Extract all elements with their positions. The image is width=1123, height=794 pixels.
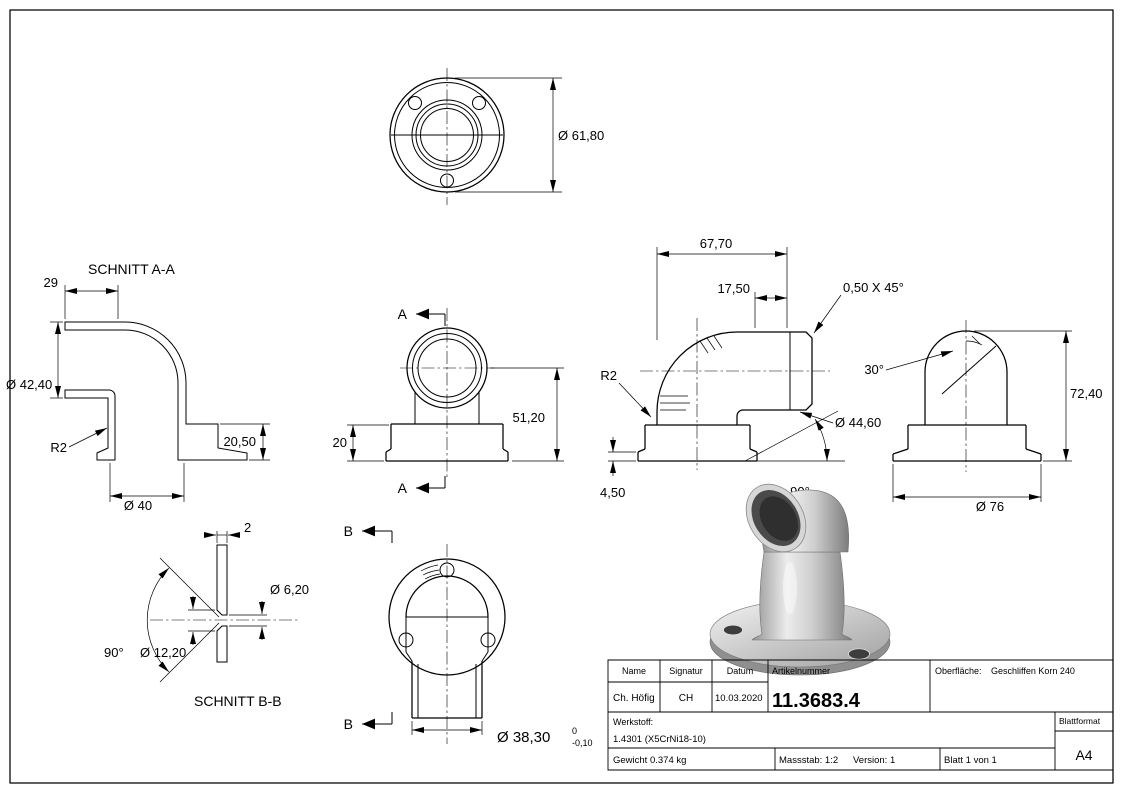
werkstoff-value: 1.4301 (X5CrNi18-10) <box>613 734 706 745</box>
dim-51-20: 51,20 <box>512 410 545 425</box>
header-signatur: Signatur <box>669 666 703 676</box>
view-schnitt-bb: 2 Ø 6,20 90° Ø 12,20 SCHNITT B-B <box>104 520 309 709</box>
dim-2: 2 <box>244 520 251 535</box>
view-front: A A 20 51,20 <box>333 306 564 496</box>
oberflaeche-label: Oberfläche: <box>935 666 982 676</box>
version: Version: 1 <box>853 755 895 766</box>
dim-72-40: 72,40 <box>1070 386 1103 401</box>
title-block: Name Signatur Datum Artikelnummer Oberfl… <box>607 659 1114 771</box>
tolerance-upper: 0 <box>572 726 577 736</box>
bolt-hole <box>440 173 454 188</box>
view-schnitt-aa: SCHNITT A-A 29 Ø 42,40 R2 20,50 Ø 40 <box>6 261 270 513</box>
bolt-hole <box>439 562 455 578</box>
cut-label-b-top: B <box>344 523 353 539</box>
bolt-hole <box>480 632 496 648</box>
section-wall-upper <box>64 321 248 461</box>
oberflaeche-value: Geschliffen Korn 240 <box>991 666 1075 676</box>
bolt-hole <box>472 96 486 110</box>
view-isometric-3d <box>709 483 891 676</box>
dim-20-50: 20,50 <box>223 434 256 449</box>
sheet-border <box>9 9 1114 784</box>
dim-diameter-44-60: Ø 44,60 <box>835 415 881 430</box>
dim-diameter-40: Ø 40 <box>124 498 152 513</box>
plate-section-upper <box>216 544 228 616</box>
signatur-value: CH <box>679 693 693 704</box>
werkstoff-label: Werkstoff: <box>613 717 653 727</box>
base-bolt-hole <box>848 648 870 660</box>
body-cylinder <box>751 551 853 641</box>
bolt-hole <box>398 632 414 648</box>
dim-r2-side: R2 <box>600 368 617 383</box>
dim-diameter-6-20: Ø 6,20 <box>270 582 309 597</box>
dim-diameter-12-20: Ø 12,20 <box>140 645 186 660</box>
massstab: Massstab: 1:2 <box>779 755 838 766</box>
dim-29: 29 <box>44 275 58 290</box>
cut-label-a-top: A <box>398 306 408 322</box>
blatt: Blatt 1 von 1 <box>944 755 997 766</box>
datum-value: 10.03.2020 <box>715 693 763 704</box>
blattformat-value: A4 <box>1075 747 1092 763</box>
plate-section-lower <box>216 625 228 663</box>
dim-diameter-42-40: Ø 42,40 <box>6 377 52 392</box>
artikelnummer-value: 11.3683.4 <box>772 690 861 712</box>
pipe-opening <box>745 483 807 553</box>
gewicht: Gewicht 0.374 kg <box>613 755 686 766</box>
bolt-hole <box>408 96 422 110</box>
name-value: Ch. Höfig <box>613 693 655 704</box>
blattformat-label: Blattformat <box>1059 716 1101 726</box>
section-aa-title: SCHNITT A-A <box>88 261 176 277</box>
header-datum: Datum <box>727 666 754 676</box>
dim-20: 20 <box>333 435 347 450</box>
dim-diameter-76: Ø 76 <box>976 499 1004 514</box>
dim-angle-30: 30° <box>864 362 884 377</box>
cut-label-b-bottom: B <box>344 716 353 732</box>
section-bb-title: SCHNITT B-B <box>194 693 282 709</box>
dim-17-50: 17,50 <box>717 281 750 296</box>
base-bolt-hole <box>723 624 743 636</box>
dim-r2-section: R2 <box>50 440 67 455</box>
dim-chamfer: 0,50 X 45° <box>843 280 904 295</box>
dim-angle-90-bb: 90° <box>104 645 124 660</box>
dim-diameter-61-80: Ø 61,80 <box>558 128 604 143</box>
view-bottom: B B Ø 38,30 0 -0,10 <box>344 523 593 748</box>
header-name: Name <box>622 666 646 676</box>
view-top: Ø 61,80 <box>389 68 604 205</box>
dim-4-50: 4,50 <box>600 485 625 500</box>
dim-diameter-38-30: Ø 38,30 <box>497 729 550 746</box>
view-side-elbow: 67,70 17,50 0,50 X 45° R2 4,50 90° Ø 44,… <box>600 236 904 500</box>
cut-label-a-bottom: A <box>398 480 408 496</box>
highlight <box>783 562 797 614</box>
tolerance-lower: -0,10 <box>572 738 593 748</box>
view-end: 30° 72,40 Ø 76 <box>864 320 1103 514</box>
section-wall-lower <box>64 389 116 461</box>
dim-67-70: 67,70 <box>700 236 733 251</box>
header-artikelnummer: Artikelnummer <box>772 666 830 676</box>
